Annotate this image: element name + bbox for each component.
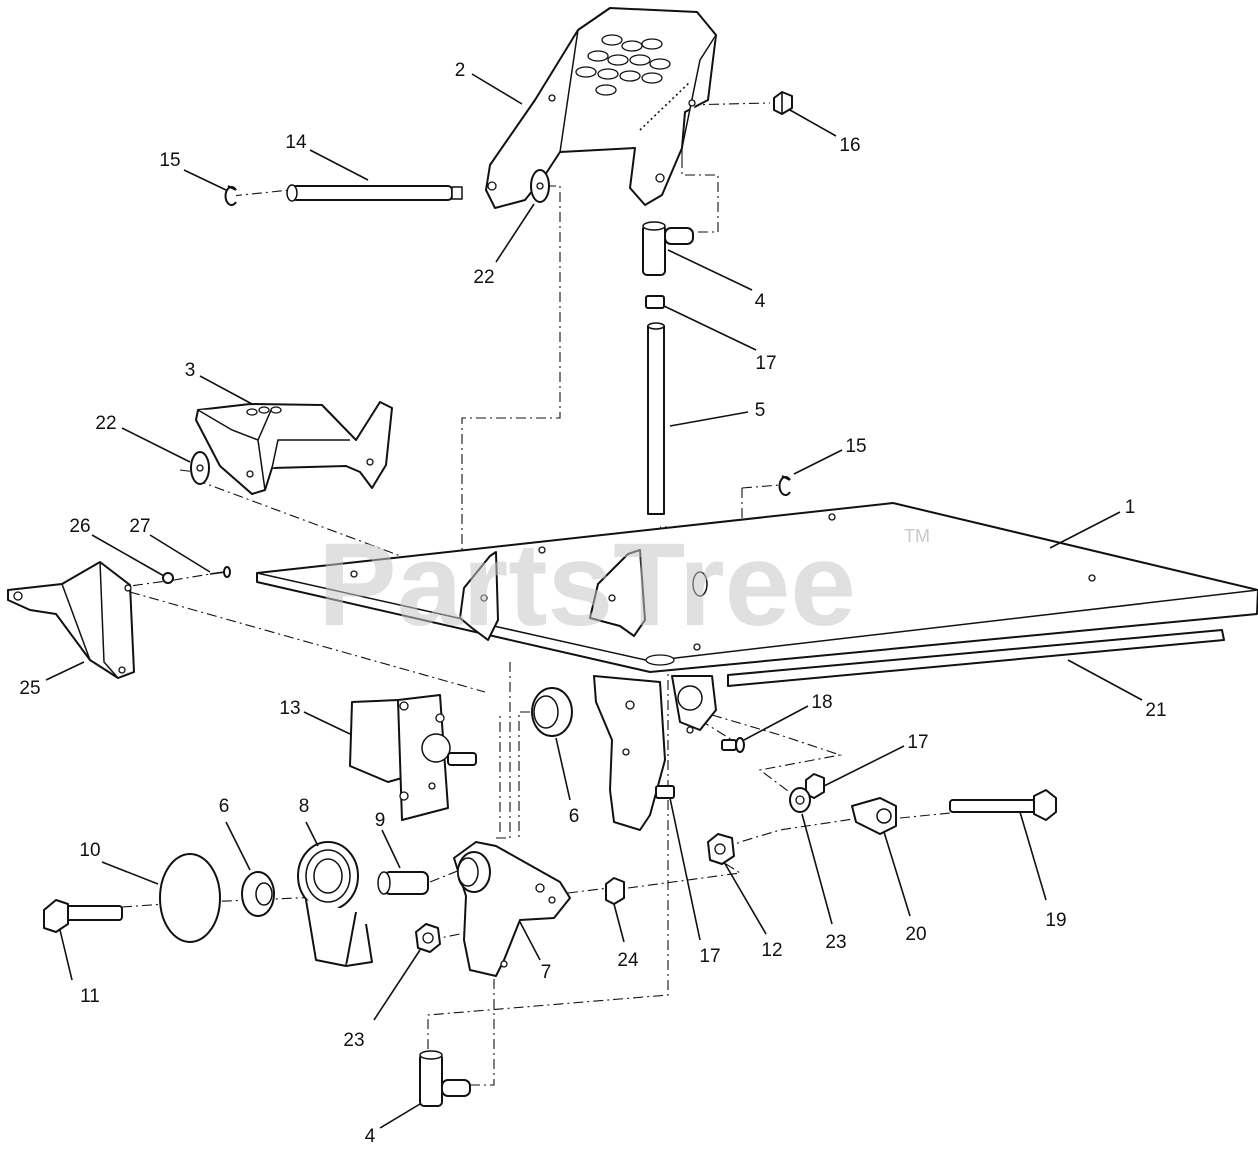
callout-22-upper: 22 [473, 267, 494, 288]
callout-17-lower: 17 [699, 946, 720, 967]
part-2-pedal-bracket [485, 7, 717, 209]
callout-27: 27 [129, 516, 150, 537]
part-20-rod-end [851, 797, 897, 835]
part-15-clip-lower [778, 475, 791, 496]
callout-15-lower: 15 [845, 436, 866, 457]
part-21-lower-plate [727, 629, 1225, 687]
part-11-bolt [43, 899, 123, 933]
part-19-bolt [949, 789, 1057, 821]
part-3-pedal [195, 401, 393, 495]
part-4-rod-end-upper [642, 221, 694, 276]
callout-labels: 2 14 15 16 22 4 17 3 22 5 15 1 26 27 25 … [19, 60, 1166, 1147]
callout-13: 13 [279, 698, 300, 719]
part-8-spring [297, 841, 373, 967]
watermark-trademark: TM [904, 526, 930, 546]
part-23-nut-left [415, 923, 441, 953]
callout-4-upper: 4 [755, 291, 766, 312]
part-13-switch [349, 694, 477, 821]
part-25-cover [7, 561, 135, 679]
callout-14: 14 [285, 132, 307, 153]
callout-18: 18 [811, 692, 832, 713]
part-27-screw [209, 566, 231, 578]
callout-21: 21 [1145, 700, 1166, 721]
part-9-sleeve [377, 871, 429, 895]
callout-12: 12 [761, 940, 782, 961]
callout-22-lower: 22 [95, 413, 116, 434]
part-6-bushing-right [531, 687, 573, 737]
part-4-rod-end-lower [419, 1050, 471, 1107]
leader-lines [45, 73, 1143, 1129]
part-15-clip-upper [224, 185, 237, 206]
callout-15-upper: 15 [159, 150, 180, 171]
part-16-nut [773, 91, 793, 115]
callout-3: 3 [185, 360, 196, 381]
callout-4-lower: 4 [365, 1126, 376, 1147]
callout-20: 20 [905, 924, 926, 945]
part-24-nut [605, 877, 625, 905]
callout-26: 26 [69, 516, 90, 537]
callout-7: 7 [541, 962, 552, 983]
callout-6-right: 6 [569, 806, 580, 827]
part-10-disc [159, 853, 221, 943]
callout-6-left: 6 [219, 796, 230, 817]
callout-23-left: 23 [343, 1030, 364, 1051]
callout-16: 16 [839, 135, 860, 156]
callout-25: 25 [19, 678, 40, 699]
callout-8: 8 [299, 796, 310, 817]
callout-10: 10 [79, 840, 100, 861]
part-17-spacer-upper [645, 295, 665, 309]
part-18-screw [721, 737, 745, 753]
callout-19: 19 [1045, 910, 1066, 931]
callout-2: 2 [455, 60, 466, 81]
callout-11: 11 [80, 986, 100, 1007]
part-7-lever [453, 841, 571, 977]
part-26-washer [162, 572, 174, 584]
plate-hanger-bracket [593, 675, 717, 831]
part-5-rod [647, 322, 665, 515]
callout-24: 24 [617, 950, 639, 971]
part-6-bushing-left [241, 871, 275, 917]
part-12-nut [707, 833, 735, 865]
callout-17-right: 17 [907, 732, 928, 753]
callout-5: 5 [755, 400, 766, 421]
part-14-pin [286, 184, 463, 202]
watermark-text: PartsTree [318, 519, 856, 651]
callout-9: 9 [375, 810, 386, 831]
callout-23-right: 23 [825, 932, 846, 953]
part-17-spacer-lower [655, 785, 675, 799]
callout-17-upper: 17 [755, 353, 776, 374]
callout-1: 1 [1125, 497, 1136, 518]
part-1-main-plate [256, 502, 1258, 673]
